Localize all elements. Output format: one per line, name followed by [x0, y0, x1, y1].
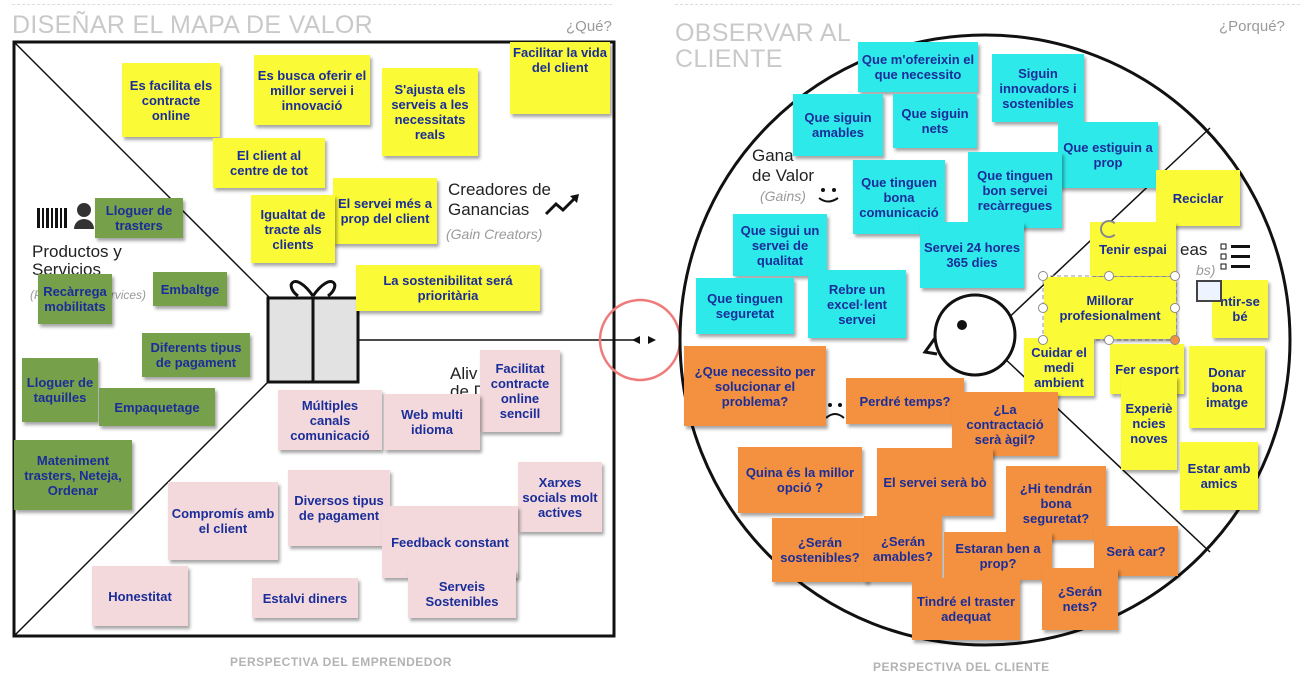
- checklist-icon: [1220, 243, 1250, 270]
- sticky-note[interactable]: Estalvi diners: [252, 578, 358, 618]
- sticky-note[interactable]: Que siguin nets: [893, 94, 977, 148]
- sticky-note[interactable]: Serveis Sostenibles: [408, 570, 516, 618]
- sticky-note[interactable]: Recàrrega mobilitats: [38, 274, 112, 324]
- sticky-note[interactable]: S'ajusta els serveis a les necessitats r…: [382, 68, 478, 156]
- sticky-note[interactable]: Perdré temps?: [846, 378, 964, 424]
- resize-handle[interactable]: [1170, 271, 1180, 281]
- sticky-note[interactable]: El servei més a prop del client: [333, 178, 437, 244]
- sticky-note[interactable]: La sostenibilitat será prioritària: [356, 265, 540, 311]
- gain-creators-label-1: Creadores de: [448, 180, 552, 199]
- sticky-note[interactable]: Que tinguen seguretat: [696, 278, 794, 334]
- sticky-note[interactable]: Servei 24 hores 365 dies: [920, 222, 1024, 288]
- sticky-note[interactable]: Diversos tipus de pagament: [288, 470, 390, 546]
- gains-label-2: de Valor: [752, 166, 815, 185]
- sticky-note[interactable]: Es busca oferir el millor servei i innov…: [254, 55, 370, 125]
- sticky-note[interactable]: Siguin innovadors i sostenibles: [992, 54, 1084, 122]
- sticky-note[interactable]: ¿Serán amables?: [864, 516, 942, 582]
- sticky-note[interactable]: Estaran ben a prop?: [944, 532, 1052, 580]
- sticky-note[interactable]: Honestitat: [92, 566, 188, 626]
- sticky-note[interactable]: Serà car?: [1094, 526, 1178, 576]
- sticky-note[interactable]: Embaltge: [153, 272, 227, 306]
- right-tag: ¿Porqué?: [1219, 18, 1285, 35]
- sticky-note[interactable]: Feedback constant: [382, 506, 518, 578]
- user-icon: [74, 203, 94, 229]
- jobs-sub: bs): [1196, 262, 1216, 278]
- sticky-note[interactable]: Reciclar: [1156, 170, 1240, 226]
- sticky-note[interactable]: Que siguin amables: [793, 94, 883, 156]
- sticky-note[interactable]: Lloguer de trasters: [95, 198, 183, 238]
- trend-up-icon: [544, 195, 578, 216]
- sticky-note[interactable]: ¿Serán nets?: [1042, 568, 1118, 630]
- sticky-note[interactable]: Que estiguin a prop: [1058, 122, 1158, 188]
- gains-label-1: Gana: [752, 146, 794, 165]
- sticky-note[interactable]: Múltiples canals comunicació: [278, 390, 382, 450]
- right-footer: PERSPECTIVA DEL CLIENTE: [873, 660, 1050, 674]
- sticky-note[interactable]: Empaquetage: [99, 388, 215, 426]
- resize-handle[interactable]: [1104, 271, 1114, 281]
- sticky-note[interactable]: Igualtat de tracte als clients: [251, 195, 335, 263]
- sticky-note[interactable]: ¿La contractació serà àgil?: [952, 392, 1058, 456]
- sticky-note[interactable]: Facilitar la vida del client: [510, 42, 610, 114]
- resize-handle[interactable]: [1170, 335, 1180, 345]
- sticky-note[interactable]: Compromís amb el client: [168, 482, 278, 560]
- sticky-note[interactable]: Quina és la millor opció ?: [738, 447, 862, 513]
- left-title: DISEÑAR EL MAPA DE VALOR: [12, 11, 374, 39]
- left-top-rule: [12, 4, 612, 5]
- pains-frown-icon: [825, 403, 845, 419]
- gain-creators-label-2: Ganancias: [448, 200, 530, 219]
- sticky-note[interactable]: ¿Que necessito per solucionar el problem…: [684, 346, 826, 426]
- sticky-note[interactable]: Experiè ncies noves: [1121, 376, 1177, 470]
- rotate-handle-icon[interactable]: [1100, 220, 1118, 238]
- resize-handle[interactable]: [1038, 271, 1048, 281]
- sticky-note[interactable]: Rebre un excel·lent servei: [808, 270, 906, 338]
- sticky-note[interactable]: ¿Hi tendrán bona seguretat?: [1006, 466, 1106, 540]
- sticky-note[interactable]: Que tinguen bona comunicació: [853, 160, 945, 234]
- products-label-1: Productos y: [32, 242, 122, 261]
- resize-handle[interactable]: [1170, 303, 1180, 313]
- sticky-note[interactable]: Xarxes socials molt actives: [518, 462, 602, 532]
- resize-handle[interactable]: [1038, 335, 1048, 345]
- sticky-note[interactable]: Donar bona imatge: [1189, 346, 1265, 428]
- barcode-icon: [37, 208, 67, 228]
- resize-handle[interactable]: [1104, 335, 1114, 345]
- sticky-note[interactable]: Facilitat contracte online sencill: [480, 350, 560, 432]
- jobs-label-partial: eas: [1180, 240, 1208, 259]
- sticky-note[interactable]: El servei serà bò: [877, 448, 993, 516]
- gains-smiley-icon: [818, 188, 839, 203]
- sticky-note[interactable]: Es facilita els contracte online: [122, 63, 220, 137]
- sticky-note[interactable]: Mateniment trasters, Neteja, Ordenar: [14, 440, 132, 510]
- resize-handle[interactable]: [1038, 303, 1048, 313]
- sticky-note[interactable]: Cuidar el medi ambient: [1024, 338, 1094, 396]
- sticky-note[interactable]: ntir-se bé: [1212, 280, 1268, 338]
- gains-sub: (Gains): [760, 188, 806, 204]
- sticky-note[interactable]: Millorar profesionalment: [1044, 277, 1176, 339]
- sticky-note[interactable]: Lloguer de taquilles: [22, 358, 98, 422]
- sticky-note[interactable]: Tindré el traster adequat: [912, 578, 1020, 640]
- right-top-rule: [675, 4, 1300, 5]
- sticky-note[interactable]: El client al centre de tot: [213, 138, 325, 188]
- right-title-line1: OBSERVAR AL: [675, 19, 852, 47]
- sticky-note[interactable]: Estar amb amics: [1180, 442, 1258, 510]
- sticky-note[interactable]: Que sigui un servei de qualitat: [733, 214, 827, 276]
- gain-creators-sub: (Gain Creators): [446, 226, 543, 242]
- image-icon: [1196, 280, 1222, 302]
- sticky-note[interactable]: Web multi idioma: [384, 394, 480, 450]
- left-footer: PERSPECTIVA DEL EMPRENDEDOR: [230, 655, 452, 669]
- sticky-note[interactable]: Que m'ofereixin el que necessito: [858, 42, 978, 92]
- pain-relievers-label-1: Aliv: [450, 364, 478, 383]
- sticky-note[interactable]: Diferents tipus de pagament: [142, 333, 250, 377]
- right-title-line2: CLIENTE: [675, 45, 783, 73]
- left-tag: ¿Qué?: [566, 18, 612, 35]
- sticky-note[interactable]: ¿Serán sostenibles?: [772, 518, 868, 582]
- sticky-note[interactable]: Que tinguen bon servei recàrregues: [968, 152, 1062, 228]
